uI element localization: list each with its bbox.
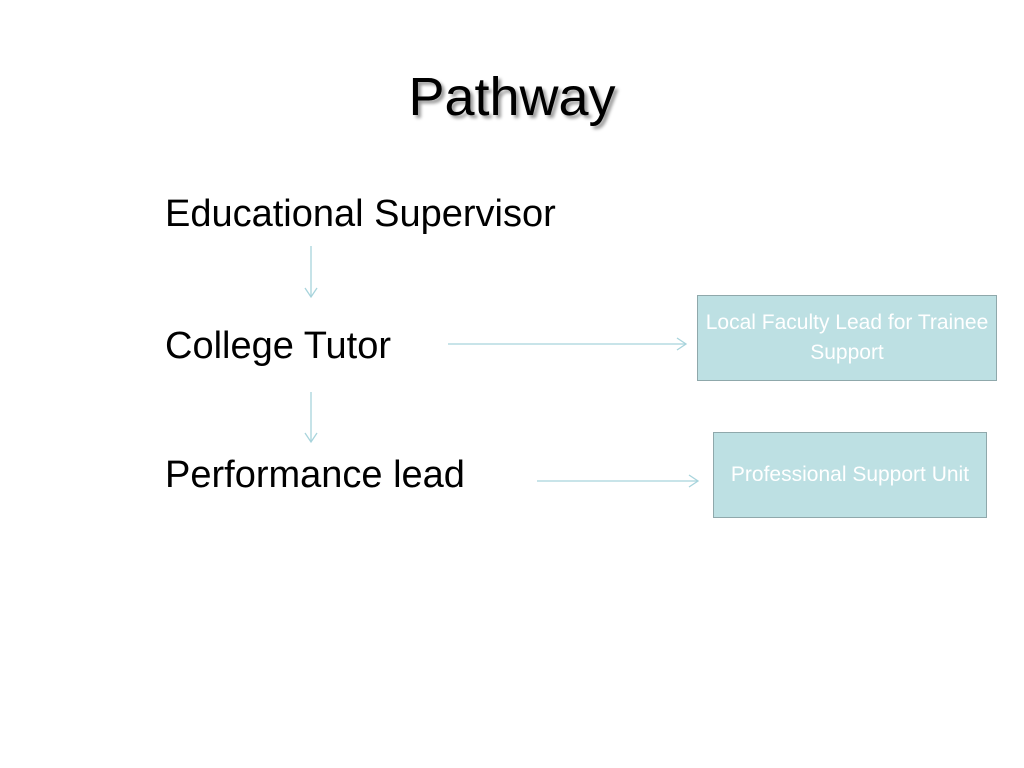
node-performance-lead: Performance lead: [165, 454, 465, 496]
arrow-performance-lead-to-professional-support-unit: [537, 474, 700, 488]
box-professional-support-unit-label: Professional Support Unit: [730, 463, 970, 486]
box-local-faculty-lead: Local Faculty Lead for Trainee Support: [697, 295, 997, 381]
slide-title: Pathway: [408, 67, 616, 127]
box-local-faculty-lead-label: Local Faculty Lead for Trainee Support: [705, 311, 989, 364]
node-educational-supervisor: Educational Supervisor: [165, 193, 556, 235]
box-professional-support-unit: Professional Support Unit: [713, 432, 987, 518]
node-college-tutor: College Tutor: [165, 325, 392, 367]
arrow-college-tutor-to-local-faculty-lead: [448, 337, 688, 351]
arrow-college-tutor-to-performance-lead: [304, 392, 318, 444]
arrow-educational-supervisor-to-college-tutor: [304, 246, 318, 299]
